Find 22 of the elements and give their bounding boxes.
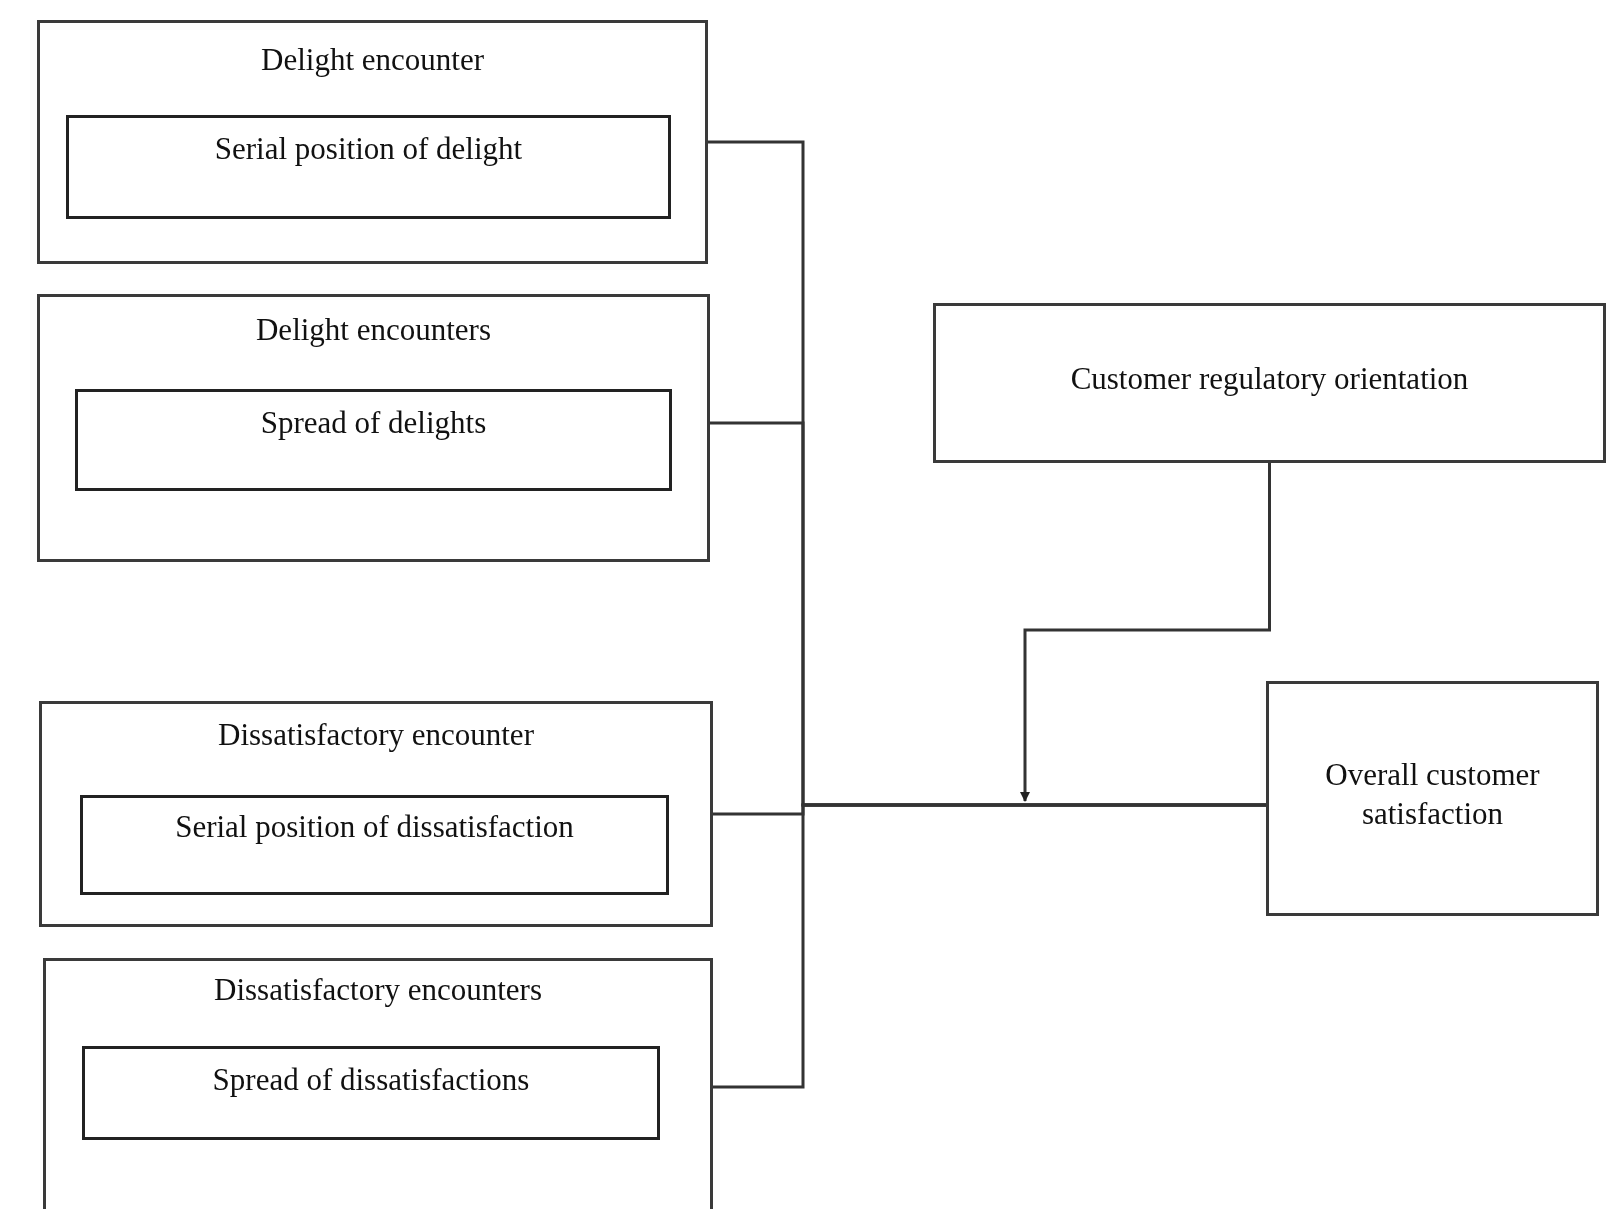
box-label: Serial position of dissatisfaction — [174, 808, 575, 846]
process-box — [80, 795, 669, 895]
box-title: Delight encounters — [255, 311, 492, 349]
group-box — [39, 701, 713, 927]
process-box — [75, 389, 672, 491]
group-box — [1266, 681, 1599, 916]
box-title: Customer regulatory orientation — [1069, 359, 1470, 398]
box-label: Spread of delights — [259, 404, 488, 442]
box-title: Overall customer satisfaction — [1324, 756, 1541, 833]
connector-line — [713, 803, 1266, 1089]
group-box — [37, 294, 710, 562]
arrow — [1020, 463, 1271, 802]
box-title: Dissatisfactory encounters — [213, 971, 543, 1009]
box-title: Delight encounter — [260, 41, 485, 79]
group-box — [933, 303, 1606, 463]
group-box — [43, 958, 713, 1209]
process-box — [66, 115, 671, 219]
box-label: Spread of dissatisfactions — [211, 1061, 531, 1099]
group-box — [37, 20, 708, 264]
box-label: Serial position of delight — [213, 130, 524, 168]
process-box — [82, 1046, 660, 1140]
box-title: Dissatisfactory encounter — [217, 716, 535, 754]
